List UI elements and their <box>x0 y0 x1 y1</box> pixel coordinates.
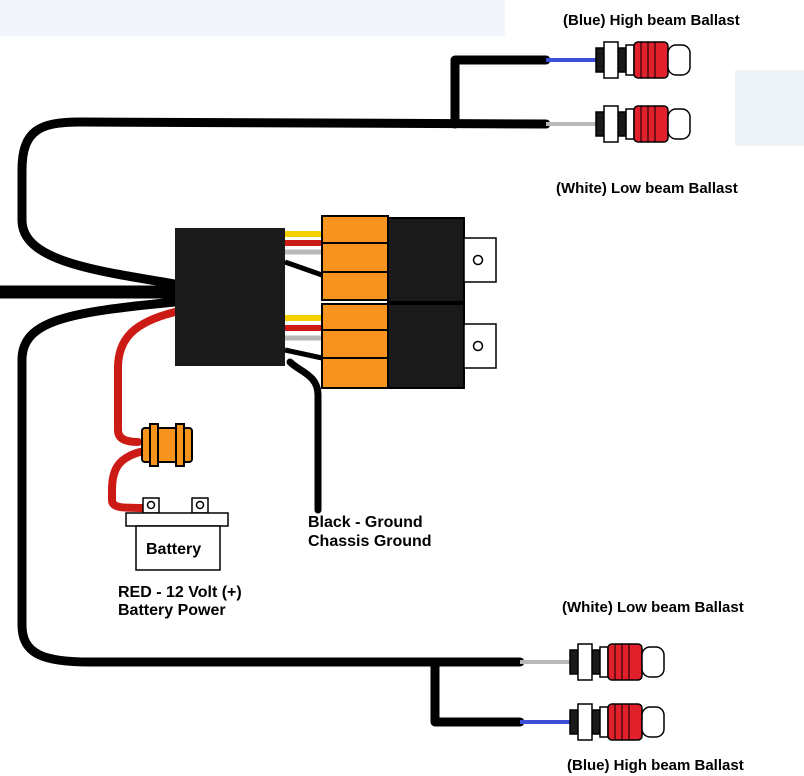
label-bottom-low-beam: (White) Low beam Ballast <box>562 599 744 616</box>
ballast-connector-icon <box>546 105 691 143</box>
ground-label-line1: Black - Ground <box>308 514 423 531</box>
ballast-connector-icon <box>520 643 665 681</box>
ballast-connector-icon <box>520 703 665 741</box>
ground-label-line2: Chassis Ground <box>308 533 432 550</box>
relay-icon <box>321 215 497 303</box>
upper-harness-wire <box>17 117 551 289</box>
lower-harness-wire <box>17 297 525 667</box>
ground-wire <box>286 358 322 514</box>
battery-caption-line1: RED - 12 Volt (+) <box>118 584 242 601</box>
label-top-high-beam: (Blue) High beam Ballast <box>563 12 740 29</box>
label-top-low-beam: (White) Low beam Ballast <box>556 180 738 197</box>
fuse-holder-icon <box>141 423 193 467</box>
relay-icon <box>321 303 497 389</box>
background-artifact <box>0 0 505 36</box>
power-wire-lower <box>108 448 150 512</box>
battery-icon <box>125 497 229 571</box>
relay-feed-wires <box>284 231 323 361</box>
power-wire-upper <box>114 308 179 446</box>
bottom-branch-wire <box>430 657 525 727</box>
ballast-connector-icon <box>546 41 691 79</box>
battery-label: Battery <box>146 541 201 558</box>
label-bottom-high-beam: (Blue) High beam Ballast <box>567 757 744 774</box>
junction-box <box>175 228 285 366</box>
battery-caption-line2: Battery Power <box>118 602 226 619</box>
top-branch-wire <box>450 55 551 129</box>
harness-wires <box>0 55 551 727</box>
background-artifact <box>735 70 804 146</box>
